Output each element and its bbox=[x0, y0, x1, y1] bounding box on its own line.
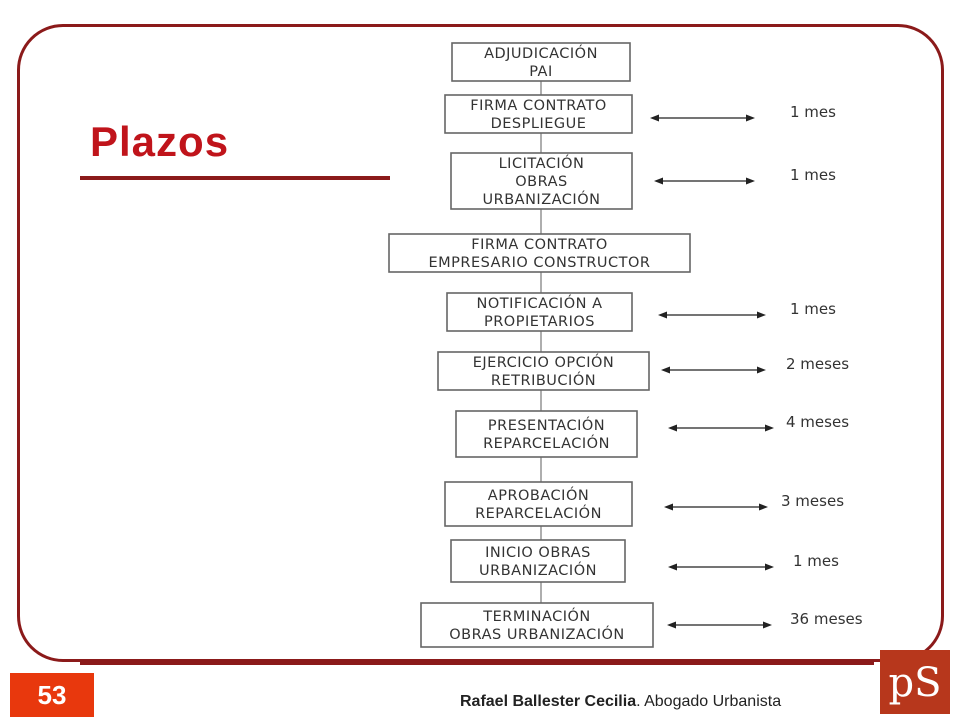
flow-step-label: DESPLIEGUE bbox=[491, 116, 587, 132]
footer-role: Abogado Urbanista bbox=[644, 693, 782, 710]
arrowhead-right bbox=[763, 621, 772, 629]
flow-step-box bbox=[451, 42, 631, 82]
arrowhead-left bbox=[654, 177, 663, 185]
slide-title: Plazos bbox=[90, 118, 230, 165]
flow-step-box bbox=[444, 94, 633, 134]
flow-step-label: REPARCELACIÓN bbox=[483, 434, 610, 452]
title-underline bbox=[80, 176, 390, 180]
arrowhead-left bbox=[661, 366, 670, 374]
flow-step-label: EMPRESARIO CONSTRUCTOR bbox=[428, 255, 650, 271]
arrowhead-left bbox=[668, 424, 677, 432]
flow-step-label: LICITACIÓN bbox=[499, 154, 585, 172]
timeline-flowchart: ADJUDICACIÓN PAI FIRMA CONTRATO DESPLIEGUE L… bbox=[388, 42, 863, 648]
flow-step-box bbox=[450, 152, 633, 210]
ps-logo: pS bbox=[880, 650, 950, 714]
flow-step-label: OBRAS URBANIZACIÓN bbox=[449, 625, 625, 643]
arrowhead-left bbox=[667, 621, 676, 629]
arrowhead-left bbox=[668, 563, 677, 571]
duration-label: 1 mes bbox=[790, 300, 836, 318]
footer-rule bbox=[80, 662, 874, 665]
flow-step-label: PAI bbox=[529, 64, 553, 80]
flow-step-label: URBANIZACIÓN bbox=[483, 190, 601, 208]
duration-label: 3 meses bbox=[781, 492, 844, 510]
flow-steps: ADJUDICACIÓN PAI FIRMA CONTRATO DESPLIEGUE L… bbox=[388, 42, 691, 648]
duration-arrows: 1 mes 1 mes 1 mes 2 meses 4 meses 3 meses 1 me… bbox=[650, 103, 863, 629]
flow-step-label: PRESENTACIÓN bbox=[488, 416, 605, 434]
duration-label: 1 mes bbox=[790, 166, 836, 184]
flow-step-label: RETRIBUCIÓN bbox=[491, 371, 596, 389]
arrowhead-right bbox=[757, 366, 766, 374]
footer-author: Rafael Ballester Cecilia bbox=[460, 693, 637, 710]
flow-step-box bbox=[446, 292, 633, 332]
arrowhead-left bbox=[650, 114, 659, 122]
flow-step-box bbox=[455, 410, 638, 458]
footer-separator: . bbox=[636, 693, 645, 710]
flow-step-label: REPARCELACIÓN bbox=[475, 504, 602, 522]
arrowhead-right bbox=[746, 114, 755, 122]
flow-step-label: ADJUDICACIÓN bbox=[484, 44, 598, 62]
logo-text: pS bbox=[888, 660, 941, 706]
arrowhead-right bbox=[757, 311, 766, 319]
flow-step-label: FIRMA CONTRATO bbox=[470, 98, 607, 114]
flow-step-label: URBANIZACIÓN bbox=[479, 561, 597, 579]
arrowhead-left bbox=[658, 311, 667, 319]
flow-step-label: FIRMA CONTRATO bbox=[471, 237, 608, 253]
flow-step-label: APROBACIÓN bbox=[488, 486, 589, 504]
flow-step-box bbox=[450, 539, 626, 583]
flow-step-label: PROPIETARIOS bbox=[484, 314, 595, 330]
flow-step-box bbox=[444, 481, 633, 527]
arrowhead-right bbox=[746, 177, 755, 185]
duration-label: 2 meses bbox=[786, 355, 849, 373]
duration-label: 4 meses bbox=[786, 413, 849, 431]
flow-step-box bbox=[388, 233, 691, 273]
duration-label: 36 meses bbox=[790, 610, 863, 628]
flow-step-label: NOTIFICACIÓN A bbox=[477, 294, 603, 312]
arrowhead-right bbox=[765, 563, 774, 571]
page-number-badge: 53 bbox=[10, 673, 94, 717]
duration-label: 1 mes bbox=[790, 103, 836, 121]
duration-label: 1 mes bbox=[793, 552, 839, 570]
arrowhead-right bbox=[765, 424, 774, 432]
flow-step-label: OBRAS bbox=[515, 174, 567, 190]
arrowhead-left bbox=[664, 503, 673, 511]
footer-credit: Rafael Ballester Cecilia. Abogado Urbani… bbox=[460, 693, 781, 711]
flow-step-box bbox=[420, 602, 654, 648]
flow-step-box bbox=[437, 351, 650, 391]
flow-step-label: TERMINACIÓN bbox=[482, 607, 591, 625]
arrowhead-right bbox=[759, 503, 768, 511]
flow-step-label: EJERCICIO OPCIÓN bbox=[473, 353, 615, 371]
flow-step-label: INICIO OBRAS bbox=[485, 545, 591, 561]
